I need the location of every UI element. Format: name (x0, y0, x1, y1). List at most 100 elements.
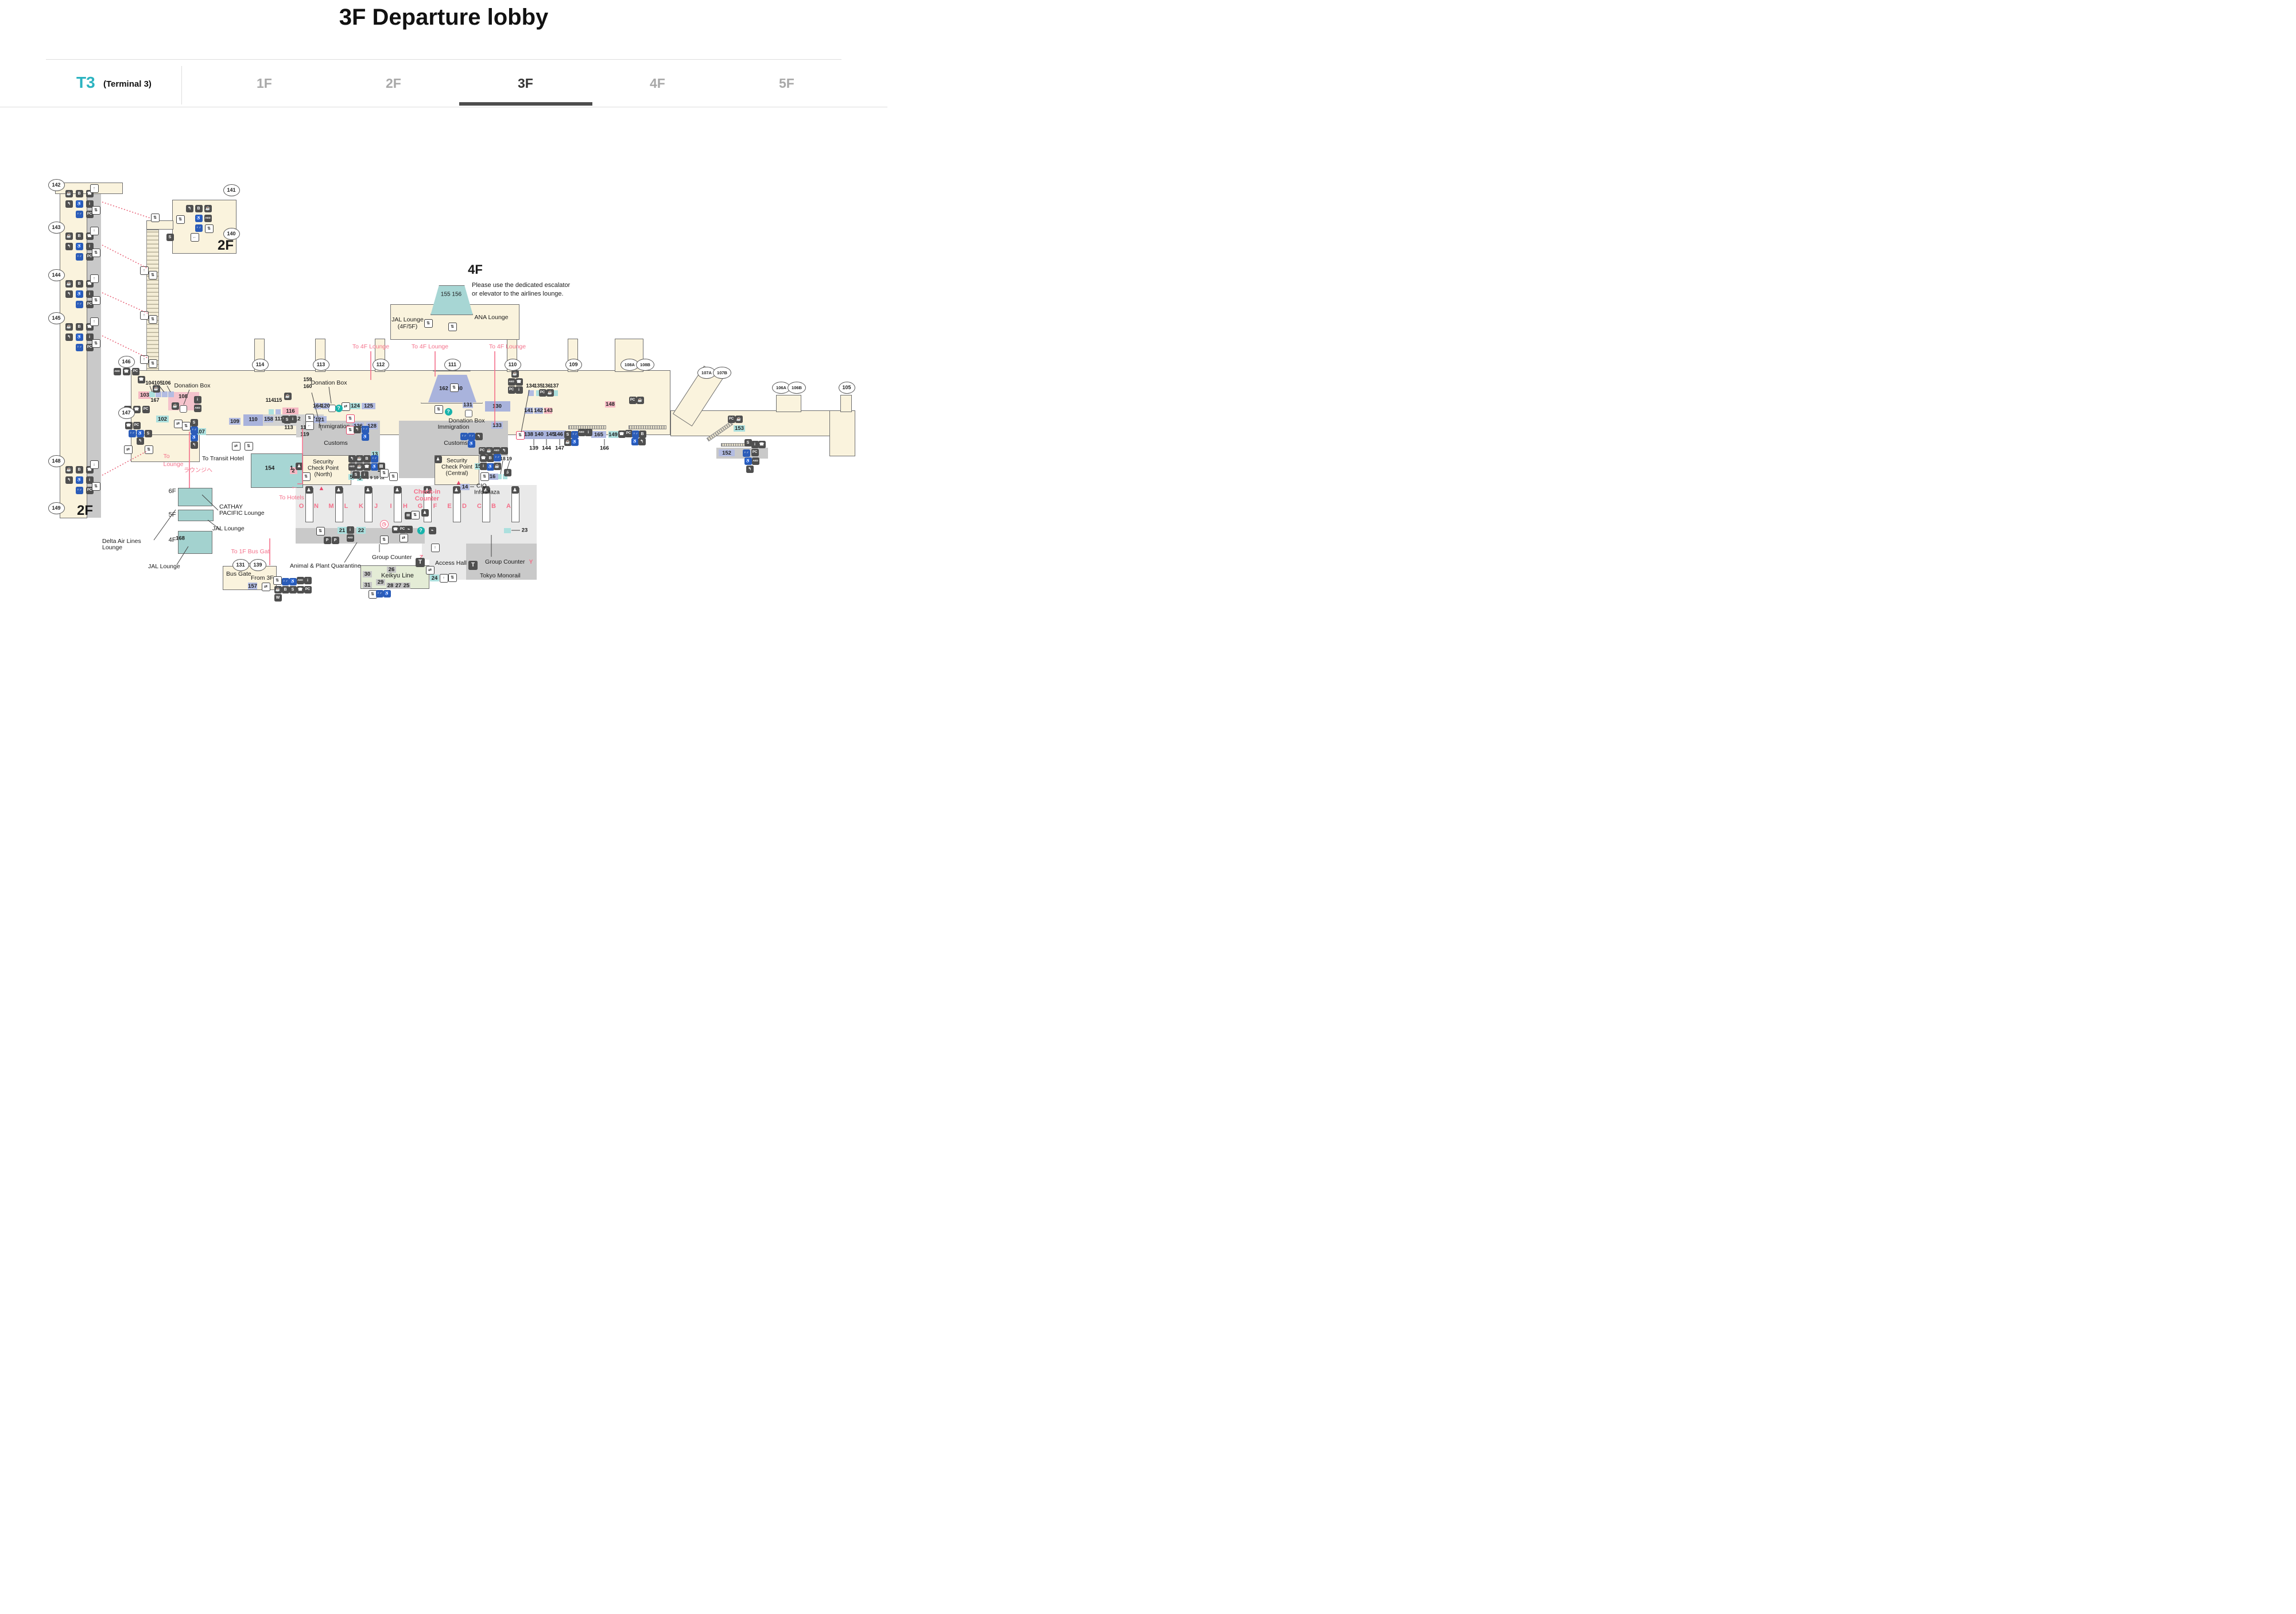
wheelchair-accessible-icon: ♿ (467, 440, 475, 448)
shop-chip-28: 28 (386, 582, 394, 589)
toilets-icon: ♀♂ (75, 253, 83, 261)
map-label: 155 156 (440, 291, 462, 298)
counter-staff-icon: ♟ (364, 486, 372, 494)
map-label: Check-in (413, 488, 441, 495)
map-label: 162 (439, 385, 448, 392)
baby-care-icon: B (486, 454, 494, 462)
map-label: Check Point (308, 465, 339, 472)
gate-badge-142: 142 (48, 179, 65, 191)
baby-care-icon: B (363, 455, 371, 463)
turn-arrow-icon: ↰ (65, 476, 73, 484)
map-label: K (359, 503, 363, 510)
map-label: Customs (444, 440, 468, 447)
tab-5f[interactable]: 5F (779, 76, 794, 91)
internet-pc-icon: PC (142, 405, 150, 413)
smoking-room-icon: S (190, 418, 198, 426)
map-zone (435, 455, 479, 485)
toilets-icon: ♀♂ (493, 453, 501, 461)
shop-chip-24: 24 (430, 575, 439, 581)
gate-badge-143: 143 (48, 221, 65, 234)
tab-2f[interactable]: 2F (386, 76, 401, 91)
up-lane-icon: ↑ (139, 266, 149, 275)
wheelchair-accessible-icon: ♿ (571, 438, 579, 446)
shop-chip (268, 409, 274, 414)
toilets-icon: ♀♂ (128, 429, 136, 437)
wheelchair-accessible-icon: ♿ (361, 433, 369, 441)
elevator-icon: ⇅ (244, 441, 253, 451)
map-label: Lounge (163, 461, 184, 468)
map-label: 138 (524, 431, 533, 438)
gate-badge-105: 105 (838, 381, 855, 394)
map-label: 167 (150, 397, 160, 403)
wheelchair-accessible-icon: ♿ (289, 577, 297, 585)
aed-icon: AED (507, 378, 515, 386)
down-lane-icon: ↓ (90, 460, 99, 469)
map-label: 4F (168, 537, 176, 544)
gate-badge-141: 141 (223, 184, 240, 196)
internet-pc-icon: PC (727, 415, 735, 423)
information-icon: i (193, 395, 201, 404)
shop-chip-27: 27 (394, 582, 402, 589)
map-label: To (163, 453, 170, 460)
map-label: ANA Lounge (474, 314, 509, 321)
map-label: 154 (265, 465, 275, 472)
map-label: J (374, 503, 378, 510)
elevator-icon: ⇅ (91, 296, 100, 305)
moving-walkway-icon: ⇄ (231, 441, 241, 451)
internet-pc-icon: PC (86, 343, 94, 351)
gate-badge-147: 147 (118, 406, 135, 419)
gate-badge-114: 114 (251, 358, 269, 371)
map-label: To 4F Lounge (488, 343, 526, 350)
counter-staff-icon: ♟ (511, 486, 519, 494)
up-lane-icon: ↑ (90, 226, 99, 235)
tab-1f[interactable]: 1F (257, 76, 272, 91)
up-lane-icon: ↑ (430, 543, 440, 552)
train-icon: T (416, 558, 425, 567)
map-label: Group Counter (485, 558, 525, 565)
map-label: Immigration (437, 424, 470, 430)
toilets-icon: ♀♂ (281, 577, 289, 585)
shop-chip-13: 13 (371, 451, 379, 457)
turn-arrow-icon: ↰ (500, 447, 508, 455)
aed-icon: AED (113, 367, 121, 375)
shop-chip (504, 527, 511, 533)
shop-chip-128: 128 (366, 422, 378, 429)
up-lane-icon: ↑ (439, 573, 448, 583)
map-label: To Hotels (279, 494, 304, 501)
map-label: L (344, 503, 348, 510)
map-label: 108 (179, 393, 188, 400)
map-label: ラウンジへ (184, 467, 212, 474)
tab-divider (181, 66, 182, 104)
map-label: 19 (506, 456, 512, 461)
shop-chip-143: 143 (544, 407, 553, 414)
map-label: 113 (284, 424, 293, 431)
elevator-icon: ⇅ (301, 472, 311, 481)
baby-care-icon: B (75, 189, 83, 197)
tab-4f[interactable]: 4F (650, 76, 665, 91)
shop-chip-29: 29 (376, 579, 385, 585)
shop-chip (497, 474, 502, 479)
map-label: CIQ (476, 483, 487, 490)
elevator-icon: ⇅ (91, 248, 100, 257)
map-label: 136 (542, 383, 551, 389)
vending-machine-icon: ☕ (274, 585, 282, 593)
gate-badge-109: 109 (565, 358, 582, 371)
information-counter-icon: ? (417, 526, 425, 534)
toilets-icon: ♀♂ (75, 486, 83, 494)
vending-machine-icon: ☕ (493, 462, 501, 470)
shop-chip-6: 6 (357, 475, 363, 482)
map-label: E (447, 503, 452, 510)
tab-3f[interactable]: 3F (518, 76, 533, 91)
gate-badge-145: 145 (48, 312, 65, 324)
wheelchair-accessible-icon: ♿ (75, 290, 83, 298)
shop-chip-103: 103 (138, 391, 151, 399)
internet-pc-icon: PC (133, 421, 141, 429)
map-label: 134 (526, 383, 535, 389)
map-label: 168 (176, 535, 185, 542)
vending-machine-icon: ☕ (171, 402, 179, 410)
map-zone (485, 401, 510, 412)
baby-care-icon: B (75, 465, 83, 474)
map-label: M (328, 503, 334, 510)
map-label: 137 (550, 383, 559, 389)
gate-badge-110: 110 (504, 358, 521, 371)
